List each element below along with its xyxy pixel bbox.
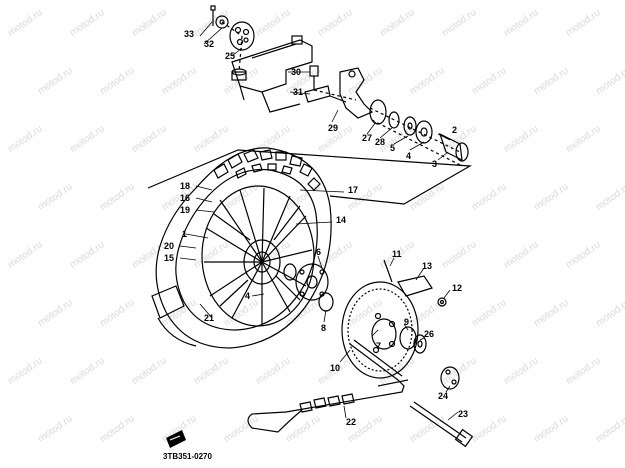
- rear-sprocket: [341, 281, 419, 379]
- callout-25: 25: [225, 51, 236, 61]
- frame-bracket: [231, 35, 313, 113]
- callout-14: 14: [336, 215, 347, 225]
- callout-12: 12: [452, 283, 463, 293]
- callout-33: 33: [184, 29, 195, 39]
- callout-5: 5: [390, 143, 396, 153]
- callout-22: 22: [346, 417, 357, 427]
- callout-8: 8: [321, 323, 327, 333]
- callout-7: 7: [376, 341, 382, 351]
- hub-flange: [283, 263, 334, 312]
- reference-mark: [166, 430, 186, 448]
- rear-tyre: [151, 147, 332, 349]
- callout-15: 15: [164, 253, 175, 263]
- callout-28: 28: [375, 137, 386, 147]
- brake-bracket: [329, 67, 374, 119]
- bolt-nut-group: [231, 65, 331, 103]
- top-disc-part: [210, 5, 255, 51]
- callout-4-wheel: 4: [245, 291, 251, 301]
- callout-1: 1: [182, 229, 188, 239]
- diagram-part-code: 3TB351-0270: [163, 452, 212, 461]
- callout-11: 11: [392, 249, 402, 259]
- callout-20: 20: [164, 241, 175, 251]
- callout-30: 30: [291, 67, 302, 77]
- drive-chain: [247, 339, 409, 433]
- callout-18: 18: [180, 181, 191, 191]
- wheel-section-frame: [147, 149, 473, 205]
- callout-3: 3: [432, 159, 438, 169]
- callout-10: 10: [330, 363, 341, 373]
- top-leader-lines: [221, 21, 463, 167]
- callout-32: 32: [204, 39, 215, 49]
- wheel-rim-and-spokes: [201, 185, 315, 327]
- callout-31: 31: [293, 87, 304, 97]
- chain-guide: [383, 259, 447, 307]
- sprocket-hub-parts: [399, 326, 427, 354]
- callout-2: 2: [452, 125, 458, 135]
- callout-13: 13: [422, 261, 433, 271]
- callout-26: 26: [424, 329, 435, 339]
- callout-9: 9: [404, 317, 410, 327]
- callout-leaders: [179, 21, 459, 421]
- callout-27: 27: [362, 133, 373, 143]
- callout-29: 29: [328, 123, 339, 133]
- callout-6: 6: [316, 247, 322, 257]
- callout-17: 17: [348, 185, 359, 195]
- callout-23: 23: [458, 409, 469, 419]
- front-axle-assembly: [369, 99, 469, 162]
- callout-19: 19: [180, 205, 191, 215]
- chain-adjuster-and-axle: [409, 366, 474, 448]
- callout-24: 24: [438, 391, 449, 401]
- callout-21: 21: [204, 313, 215, 323]
- callout-16: 16: [180, 193, 191, 203]
- callout-4-top: 4: [406, 151, 412, 161]
